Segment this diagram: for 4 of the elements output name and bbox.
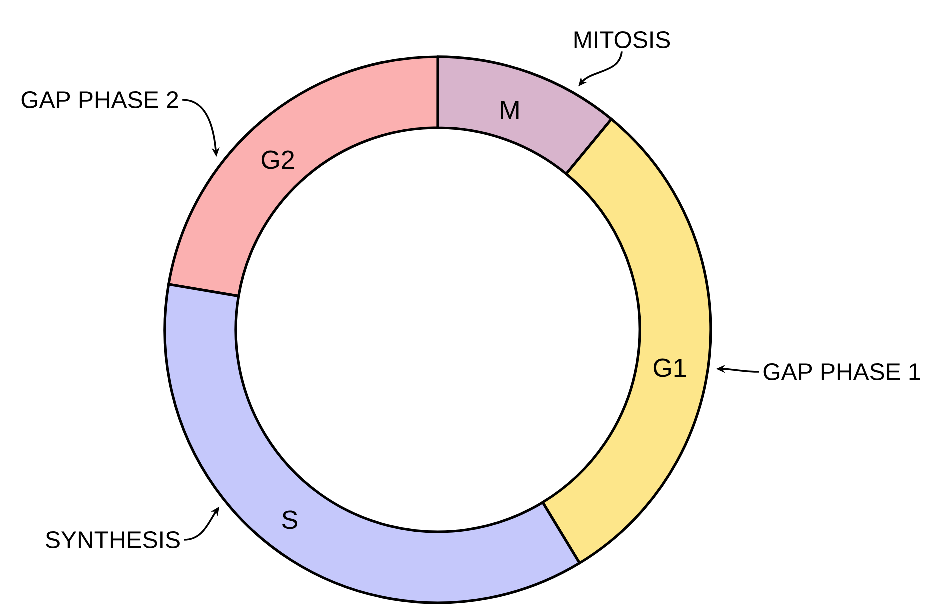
phase-label: GAP PHASE 1 [764,364,920,380]
phase-label: MITOSIS [574,32,670,48]
ring-segment: G1 [542,118,712,565]
ring-segment: M [436,56,613,176]
